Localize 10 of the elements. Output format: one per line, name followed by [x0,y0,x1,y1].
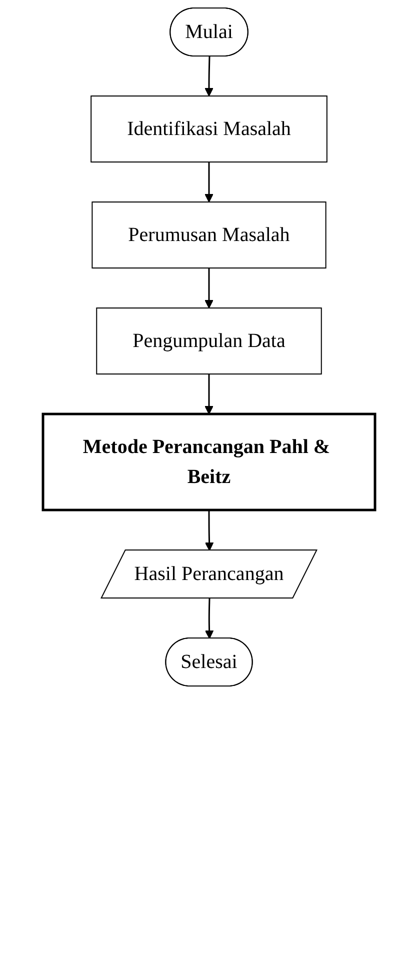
arrow [204,56,214,96]
arrow [204,374,214,414]
arrow [204,162,214,202]
node-box: Pengumpulan Data [96,308,322,374]
node-box: Identifikasi Masalah [90,96,328,162]
node-box: Metode Perancangan Pahl & Beitz [42,412,376,512]
arrow [204,510,214,551]
arrow [204,268,214,308]
node-box: Perumusan Masalah [92,202,326,268]
arrow [204,598,214,639]
